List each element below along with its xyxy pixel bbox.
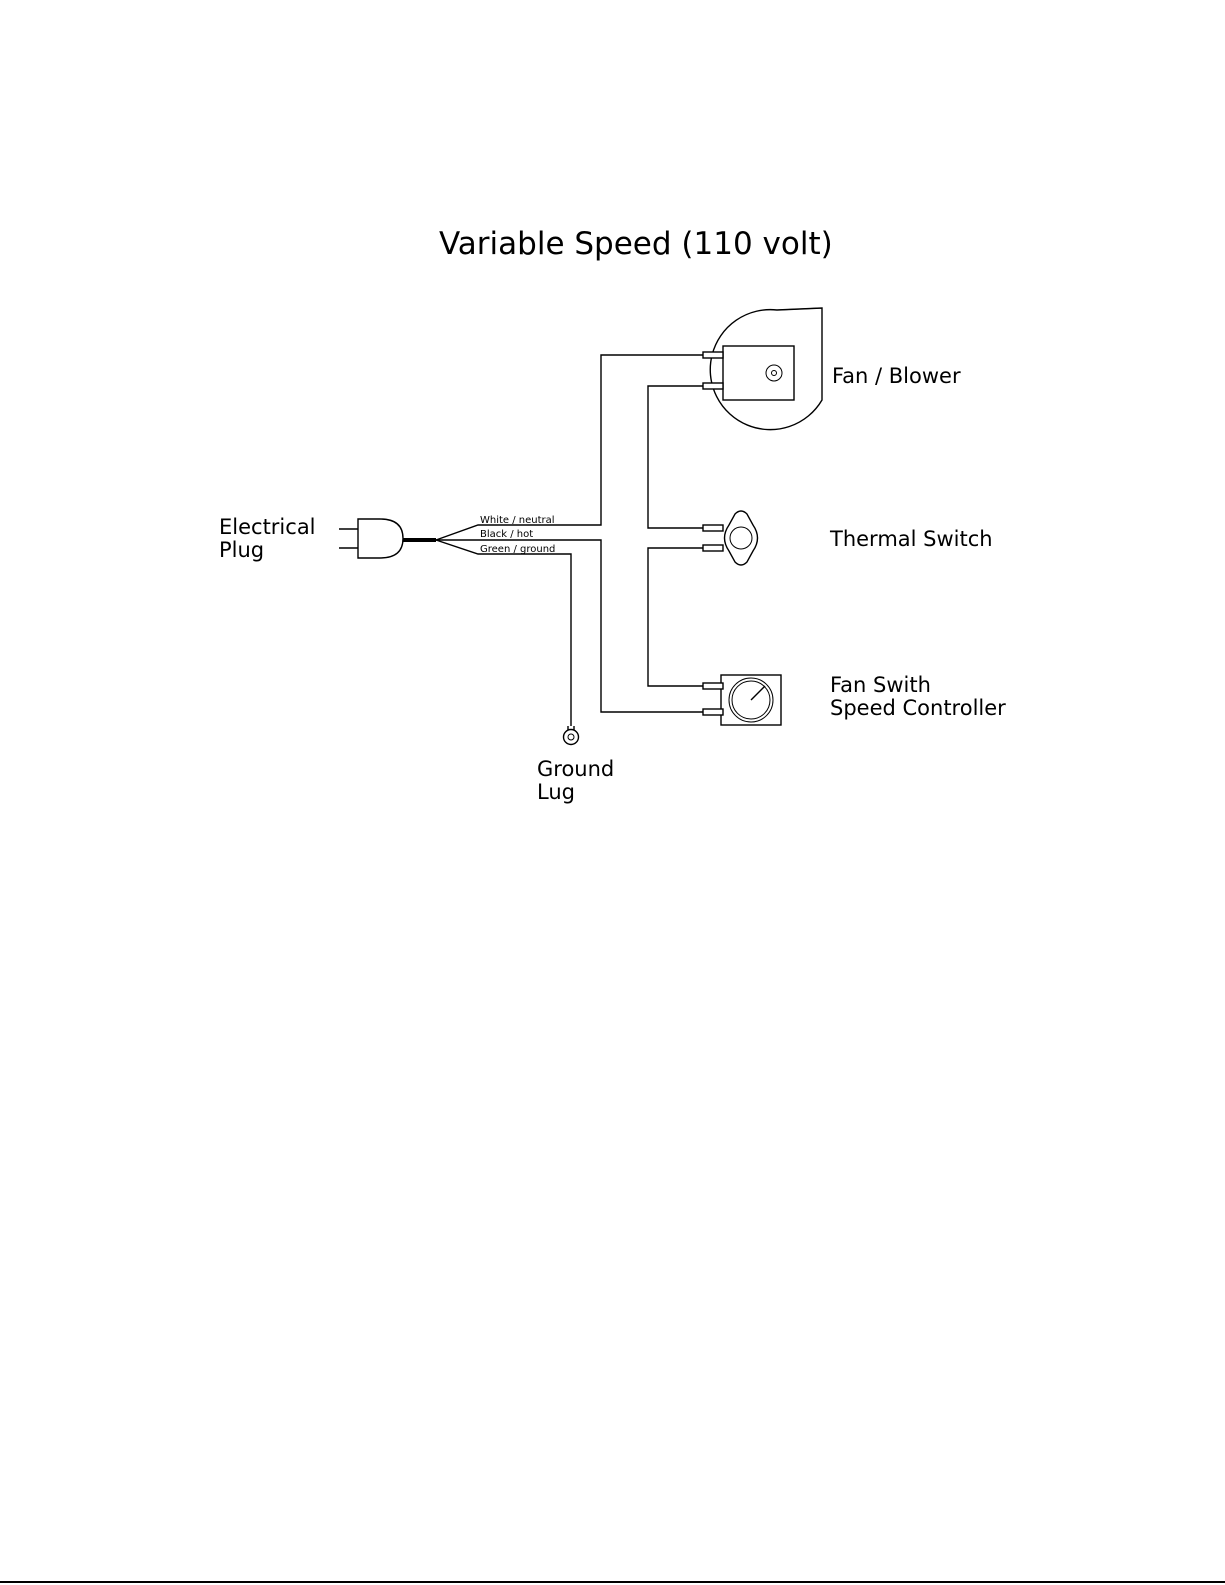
wire-label-black: Black / hot [480,529,533,540]
thermal-label: Thermal Switch [829,527,993,551]
electrical-plug [339,519,403,558]
diagram-title: Variable Speed (110 volt) [439,226,833,262]
wire-blower-to-thermal [648,386,703,528]
ground-label-line2: Lug [537,780,575,804]
controller-label-line1: Fan Swith [830,673,931,697]
thermal-switch [703,511,758,565]
ground-label-line1: Ground [537,757,614,781]
plug-label-line2: Plug [219,538,264,562]
controller-label-line2: Speed Controller [830,696,1006,720]
plug-label-line1: Electrical [219,515,316,539]
wire-white-neutral [436,355,703,540]
wire-label-green: Green / ground [480,544,555,555]
page-bottom-rule [0,1581,1225,1583]
speed-controller [703,675,781,725]
wire-thermal-to-controller [648,548,703,686]
wire-label-white: White / neutral [480,515,555,526]
blower-label: Fan / Blower [832,364,961,388]
fan-blower [703,308,822,430]
ground-lug [564,726,579,745]
wire-green-ground [436,540,571,726]
